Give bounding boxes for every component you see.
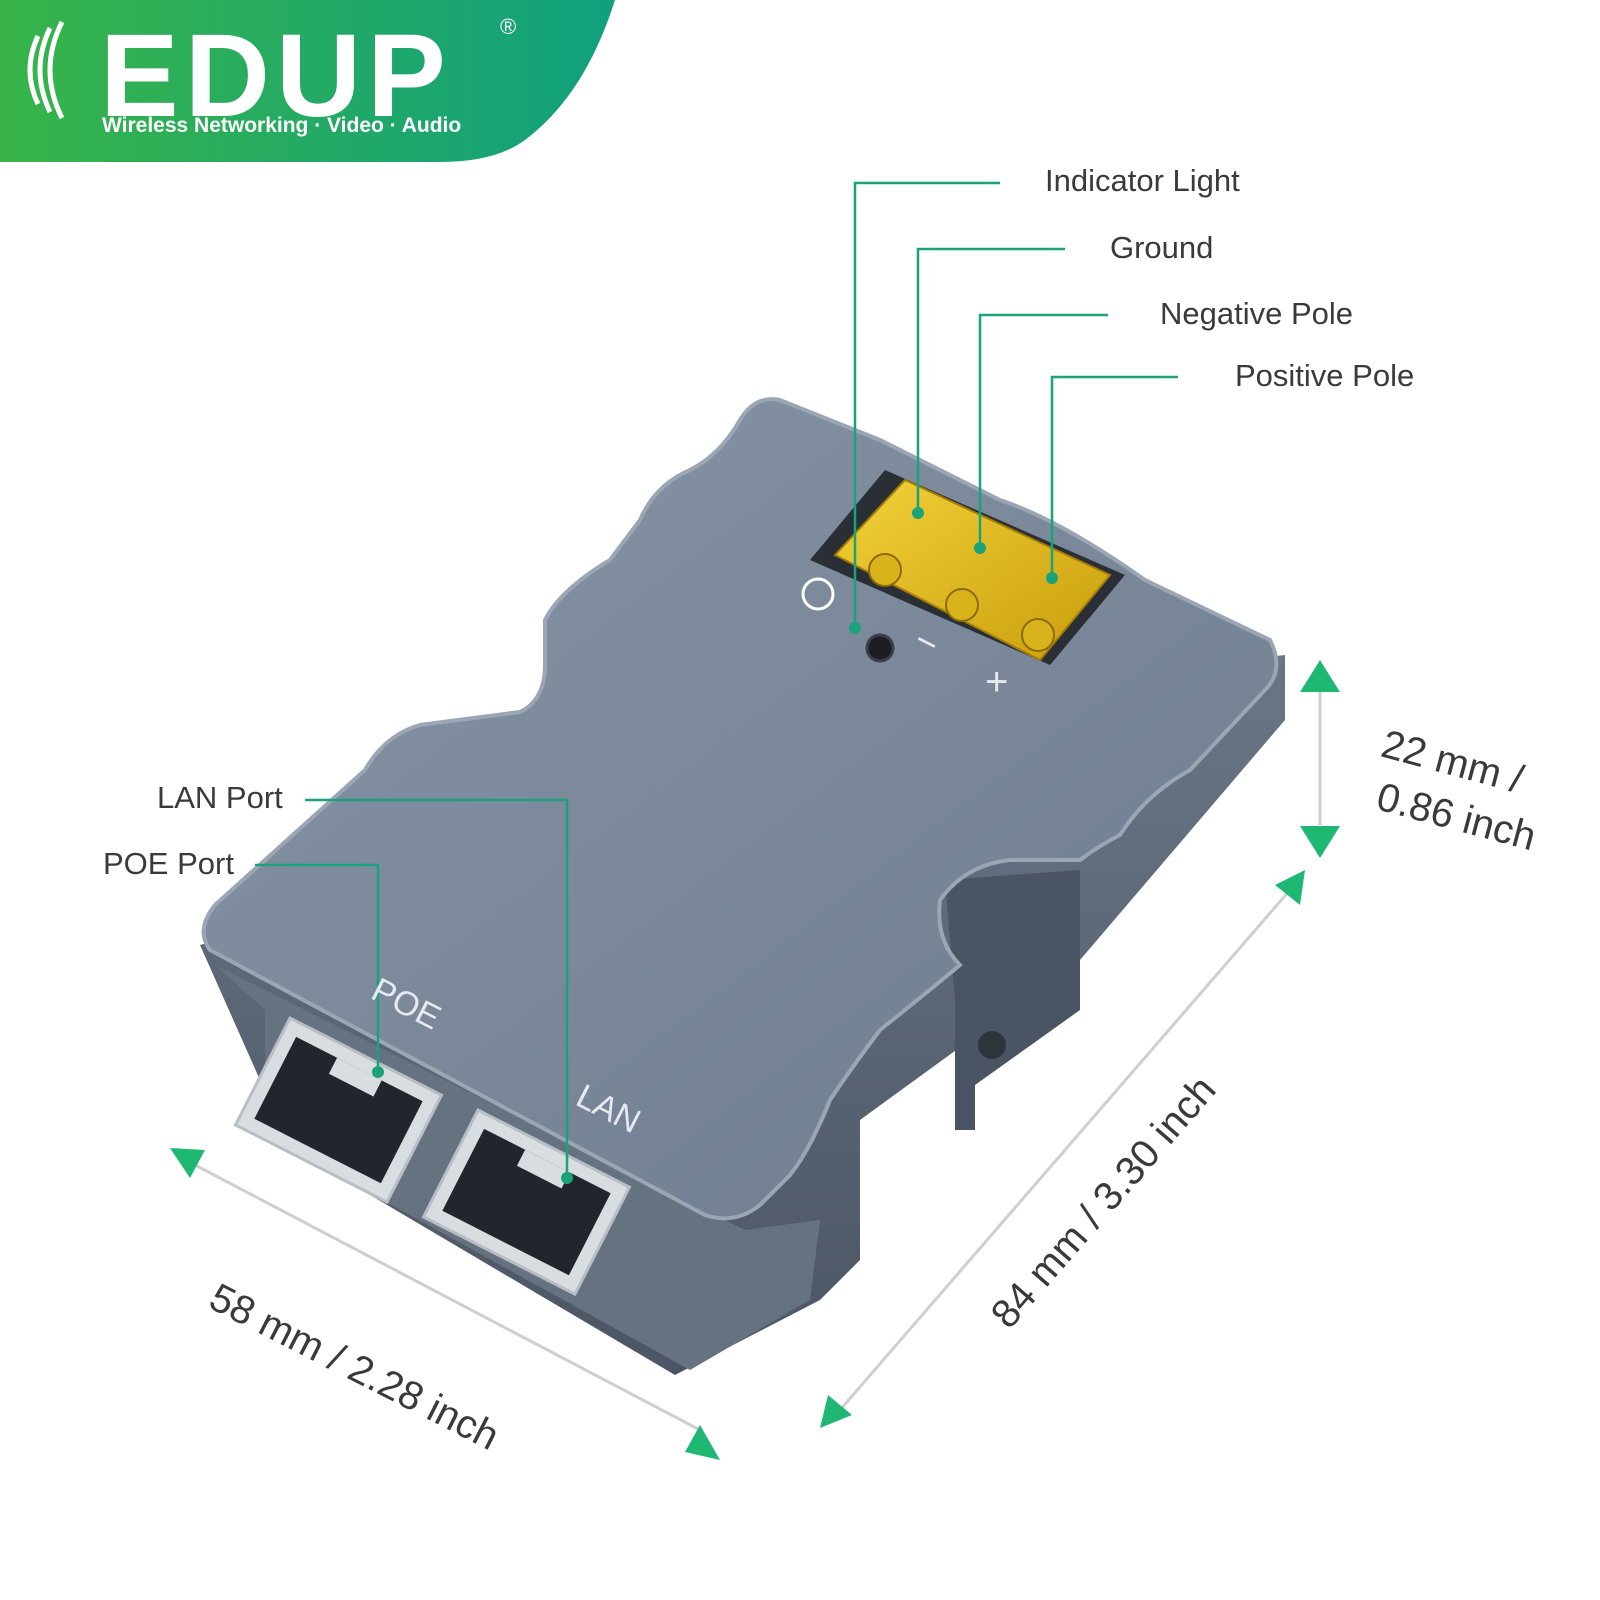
leader-negative xyxy=(978,313,1108,548)
leader-poe xyxy=(255,863,380,1072)
brand-tagline: Wireless Networking · Video · Audio xyxy=(102,114,462,137)
brand-banner xyxy=(0,0,615,162)
wireless-icon xyxy=(27,20,65,120)
arrow-height-up-icon xyxy=(1300,660,1340,692)
label-indicator-light: Indicator Light xyxy=(1045,163,1240,198)
leader-positive xyxy=(1050,375,1178,578)
arrow-width-start-icon xyxy=(170,1148,205,1178)
lan-rj45-port xyxy=(421,1107,632,1297)
leader-dots xyxy=(372,507,1058,1184)
label-lan-port: LAN Port xyxy=(157,780,283,815)
arrow-length-start-icon xyxy=(820,1395,852,1428)
silk-plus-label: + xyxy=(985,660,1009,704)
poe-rj45-port xyxy=(233,1015,444,1205)
label-positive-pole: Positive Pole xyxy=(1235,358,1415,393)
brand-logo-text: EDUP xyxy=(100,10,452,142)
dim-length-line xyxy=(838,889,1292,1411)
terminal-block xyxy=(833,478,1112,662)
label-negative-pole: Negative Pole xyxy=(1160,296,1354,331)
leader-indicator xyxy=(853,181,1000,628)
registered-mark: ® xyxy=(500,14,517,39)
indicator-led xyxy=(865,633,895,663)
dim-width-line xyxy=(194,1163,701,1432)
terminal-screw-1 xyxy=(868,553,902,587)
ground-symbol-icon xyxy=(801,577,835,611)
arrow-height-down-icon xyxy=(1300,826,1340,858)
mount-hole xyxy=(978,1031,1006,1059)
leader-lines xyxy=(255,181,1178,1178)
arrow-width-end-icon xyxy=(685,1425,720,1460)
side-notch xyxy=(945,870,1080,1130)
leader-ground xyxy=(916,247,1065,513)
terminal-screw-3 xyxy=(1021,618,1055,652)
label-ground: Ground xyxy=(1110,230,1214,265)
dimension-lines xyxy=(194,690,1322,1432)
terminal-screw-2 xyxy=(945,588,979,622)
label-poe-port: POE Port xyxy=(103,846,234,881)
leader-lan xyxy=(305,798,569,1178)
dimension-arrows xyxy=(170,660,1340,1460)
arrow-length-end-icon xyxy=(1275,870,1305,905)
